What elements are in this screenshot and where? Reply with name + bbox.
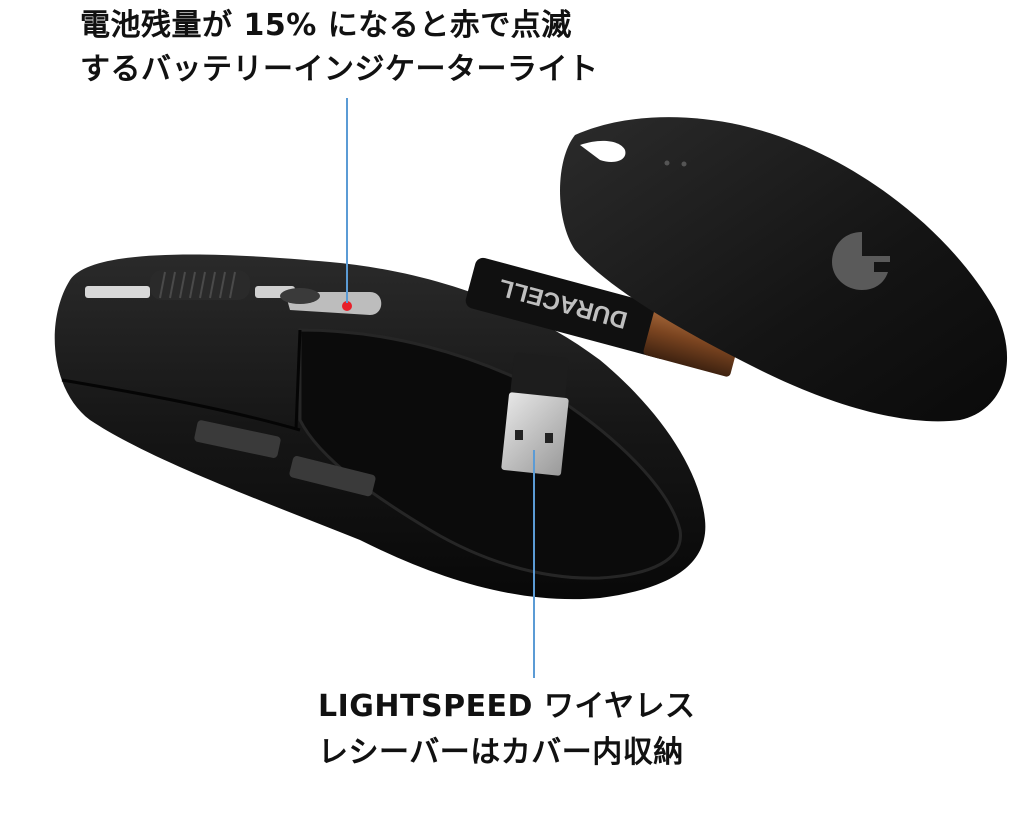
mouse-body [54,254,706,600]
battery-indicator-callout-line [346,98,348,303]
receiver-callout-line [533,450,535,678]
caption-line: LIGHTSPEED ワイヤレス [318,689,696,724]
usb-receiver [501,352,569,476]
scroll-wheel [150,270,250,300]
caption-line: 電池残量が 15% になると赤で点滅 [80,8,572,43]
logitech-g-icon [832,232,890,290]
side-button-forward [194,420,281,458]
receiver-storage-caption: LIGHTSPEED ワイヤレス レシーバーはカバー内収納 [318,684,696,776]
top-cover [560,117,1008,422]
caption-line: するバッテリーインジケーターライト [80,52,599,87]
caption-line: レシーバーはカバー内収納 [318,735,684,770]
side-button-back [289,456,376,497]
battery-indicator-light [342,301,352,311]
battery-indicator-caption: 電池残量が 15% になると赤で点滅 するバッテリーインジケーターライト [80,4,599,92]
